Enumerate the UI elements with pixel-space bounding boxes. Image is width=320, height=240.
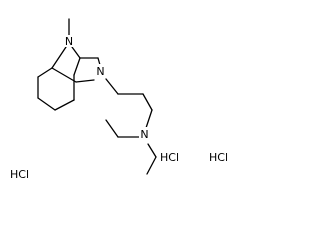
molecule-structure: N N N HCl HCl HCl [10,18,228,181]
bond-ethyl-left-2 [105,119,119,138]
bond-bridge-n-right [71,46,81,59]
bond-bridge-n-left [51,46,67,69]
bond-ring-a [37,67,53,78]
bond-chain-1 [105,78,119,95]
counterion-label: HCl [209,151,228,164]
bond-left-bridgehead-lower [51,67,77,83]
counterion-label: HCl [10,168,29,181]
bond-chain-4 [145,109,153,129]
bond-upper-to-ring-n [97,57,101,66]
atom-label-ring-n: N [96,65,104,78]
bond-ring-d [54,99,75,111]
atom-label-amine-n: N [140,128,148,141]
counterions: HCl HCl HCl [10,151,228,181]
bond-chain-3 [142,93,153,111]
bond-lower-to-ring-n [75,79,95,83]
bond-ethyl-right-2 [146,156,157,175]
bond-set [37,18,157,175]
bond-rear-bridge [73,57,81,76]
atom-labels: N N N [64,35,150,141]
atom-label-bridge-n: N [65,35,73,48]
bond-ethyl-right-1 [147,143,157,158]
counterion-label: HCl [160,151,179,164]
bond-ring-c [37,97,56,111]
